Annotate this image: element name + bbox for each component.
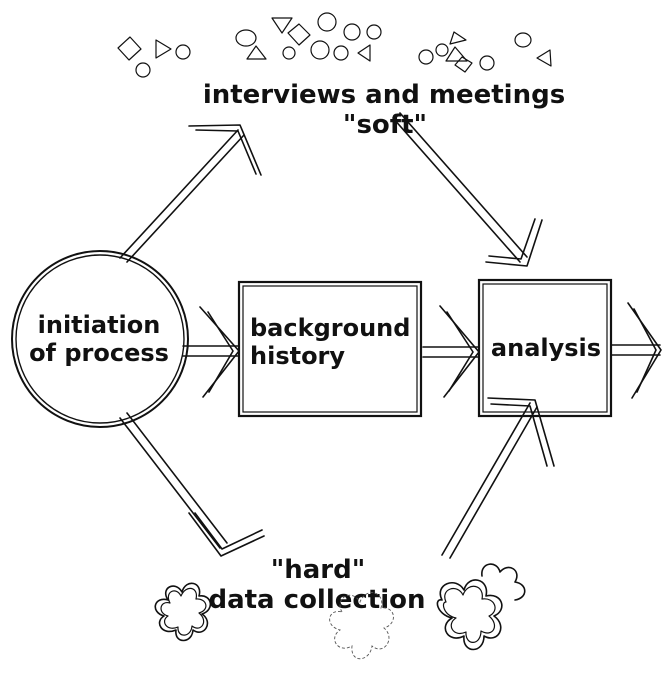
circle-shape-icon <box>333 45 349 61</box>
triangle-shape-icon <box>155 39 172 59</box>
arrow-initiation-to-hard <box>119 412 265 557</box>
circle-shape-icon <box>435 43 449 57</box>
circle-shape-icon <box>366 24 382 40</box>
background-label-line1: background <box>250 314 410 342</box>
circle-shape-icon <box>343 23 361 41</box>
arrows <box>119 112 662 559</box>
flower-blob-icon <box>481 563 526 601</box>
circle-shape-icon <box>310 40 330 60</box>
hard-branch-subtitle: data collection <box>208 585 425 615</box>
triangle-shape-icon <box>246 45 267 60</box>
triangle-shape-icon <box>449 31 467 45</box>
arrow-analysis-output <box>611 302 662 399</box>
flower-blob-faint-icon <box>329 592 394 660</box>
arrow-soft-to-analysis <box>392 112 543 267</box>
hard-shapes-cluster <box>154 563 526 660</box>
background-node: background history <box>237 280 423 418</box>
soft-branch-subtitle: "soft" <box>343 110 427 140</box>
flower-blob-icon <box>436 579 503 651</box>
diamond-shape-icon <box>117 36 142 61</box>
circle-shape-icon <box>514 32 532 48</box>
circle-shape-icon <box>175 44 191 60</box>
analysis-label: analysis <box>491 334 601 362</box>
circle-shape-icon <box>317 12 337 32</box>
triangle-shape-icon <box>536 49 552 67</box>
triangle-shape-icon <box>445 46 468 62</box>
triangle-shape-icon <box>271 17 293 34</box>
initiation-node: initiation of process <box>11 250 189 428</box>
initiation-label-line2: of process <box>29 339 169 367</box>
analysis-node: analysis <box>477 278 613 418</box>
circle-shape-icon <box>479 55 495 71</box>
circle-shape-icon <box>418 49 434 65</box>
circle-shape-icon <box>235 29 257 47</box>
hard-branch-title: "hard" <box>271 555 366 585</box>
circle-shape-icon <box>282 46 296 60</box>
diamond-shape-icon <box>454 56 473 73</box>
diamond-shape-icon <box>287 23 311 46</box>
initiation-label-line1: initiation <box>38 311 161 339</box>
soft-shapes-cluster <box>117 12 552 78</box>
soft-branch-title: interviews and meetings <box>203 80 565 110</box>
arrow-initiation-to-background <box>182 306 240 398</box>
triangle-shape-icon <box>357 44 371 62</box>
arrow-hard-to-analysis <box>441 397 555 559</box>
background-label-line2: history <box>250 342 345 370</box>
arrow-initiation-to-soft <box>119 124 262 263</box>
arrow-background-to-analysis <box>422 305 480 398</box>
circle-shape-icon <box>135 62 151 78</box>
flower-blob-icon <box>154 582 212 642</box>
